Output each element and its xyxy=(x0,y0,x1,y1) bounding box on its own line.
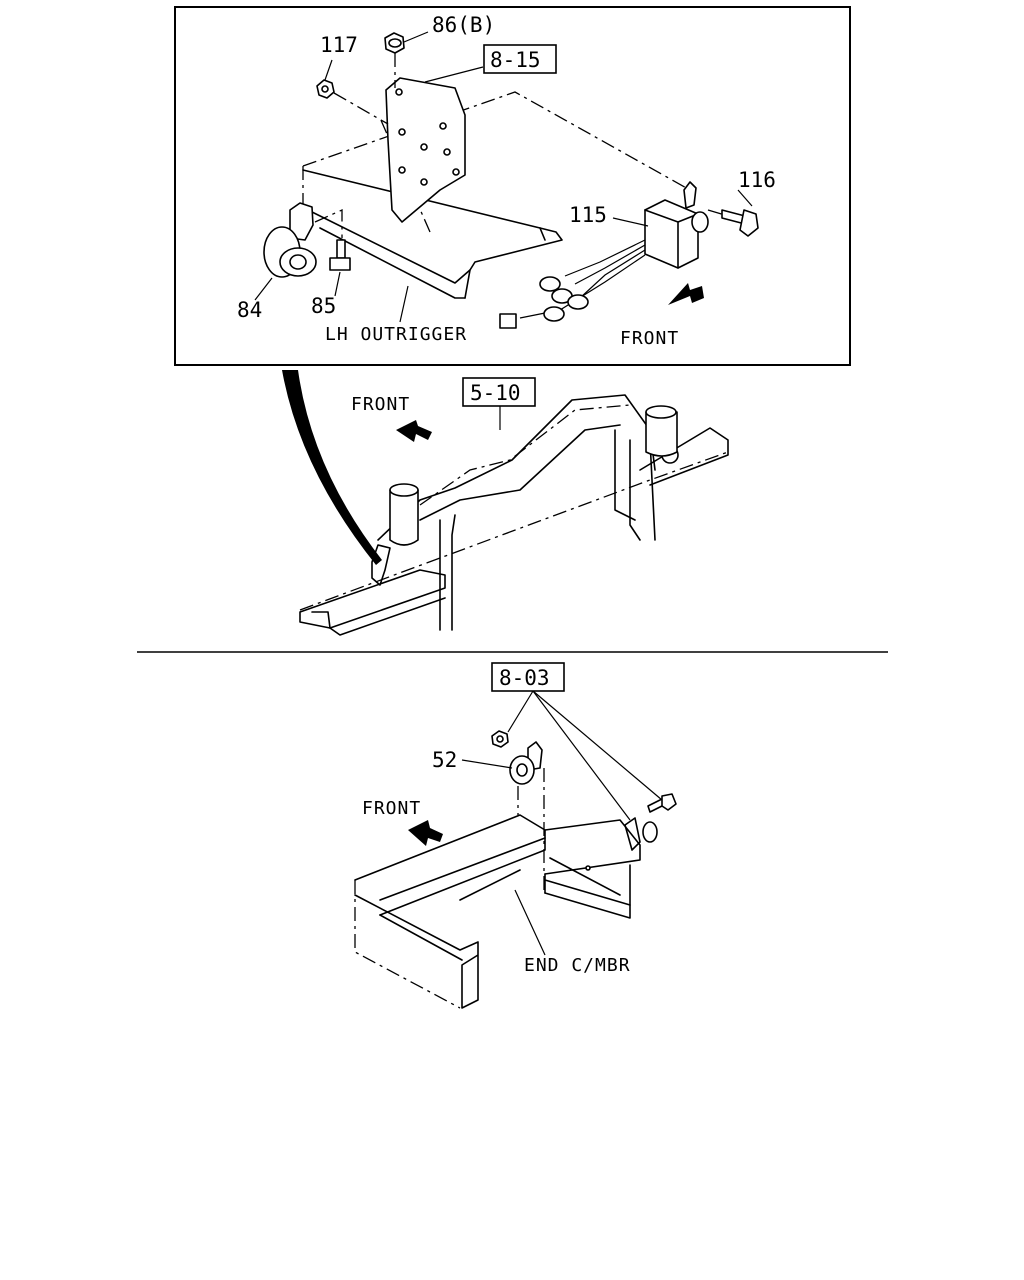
cylinder-left xyxy=(389,483,419,546)
frame-overview: FRONT 5-10 xyxy=(282,370,729,636)
label-front-bottom: FRONT xyxy=(362,798,421,819)
callout-117: 117 xyxy=(320,33,358,57)
nut-8-03 xyxy=(491,730,509,748)
label-front-inset: FRONT xyxy=(620,328,679,349)
bolt-85 xyxy=(329,239,351,271)
end-cross-member-shape xyxy=(354,814,641,1009)
ref-box-8-03 xyxy=(491,662,565,692)
callout-84: 84 xyxy=(237,298,262,322)
bolt-116 xyxy=(721,209,759,237)
ref-box-5-10 xyxy=(462,377,536,407)
ref-5-10[interactable]: 5-10 xyxy=(470,381,521,405)
callout-116: 116 xyxy=(738,168,776,192)
ref-8-15[interactable]: 8-15 xyxy=(490,48,541,72)
detail-inset: 86(B) 117 8-15 116 115 84 85 LH OUTRIGGE… xyxy=(174,6,851,366)
ref-8-03[interactable]: 8-03 xyxy=(499,666,550,690)
module-115 xyxy=(499,181,726,329)
callout-52: 52 xyxy=(432,748,457,772)
bracket-8-15 xyxy=(385,77,466,223)
sensor-52 xyxy=(509,741,545,890)
nut-117 xyxy=(316,79,389,125)
inset-pointer xyxy=(282,370,382,565)
bolt-8-03 xyxy=(624,793,677,851)
nut-86b xyxy=(384,32,405,88)
callout-86b: 86(B) xyxy=(432,13,495,37)
front-arrow-icon-bottom xyxy=(408,820,443,846)
callout-115: 115 xyxy=(569,203,607,227)
callout-85: 85 xyxy=(311,294,336,318)
label-end-cmbr: END C/MBR xyxy=(524,955,631,976)
sensor-84 xyxy=(263,202,343,278)
end-cross-member-section: 8-03 52 xyxy=(354,662,677,1009)
ref-box-8-15 xyxy=(483,44,557,74)
front-arrow-icon-frame xyxy=(396,420,432,442)
lh-outrigger-shape xyxy=(302,169,563,299)
label-lh-outrigger: LH OUTRIGGER xyxy=(325,324,467,345)
front-arrow-icon-inset xyxy=(668,283,704,305)
cylinder-right xyxy=(645,405,678,457)
label-front-frame: FRONT xyxy=(351,394,410,415)
